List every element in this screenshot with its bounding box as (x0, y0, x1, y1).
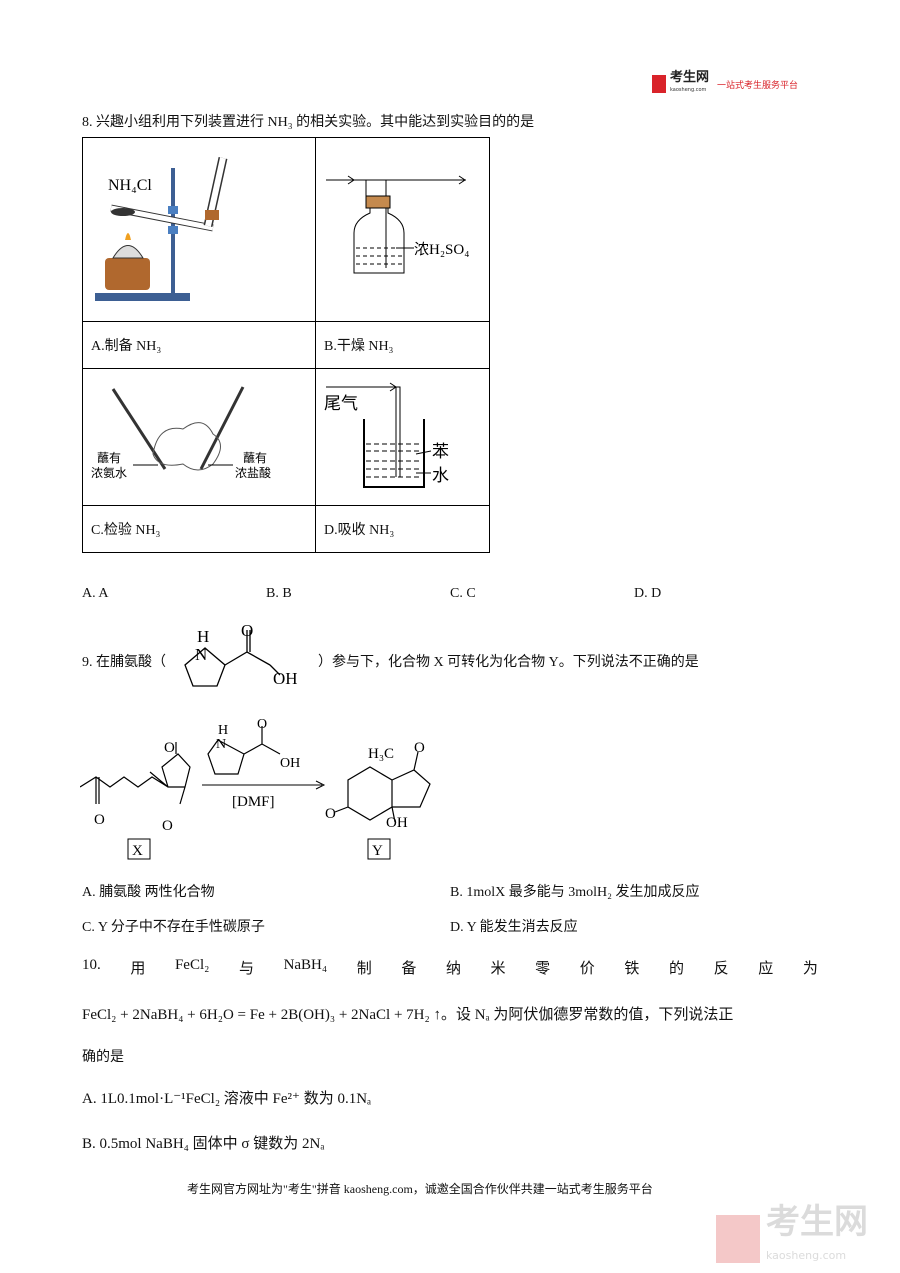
figure-a: NH₄Cl (82, 137, 316, 322)
reaction-condition: [DMF] (232, 794, 275, 810)
option-d-label: D.吸收 NH₃ (315, 505, 490, 553)
q10-option-b[interactable]: B. 0.5mol NaBH₄ 固体中 σ 键数为 2Nₐ (82, 1136, 325, 1152)
proline-oh: OH (273, 669, 298, 688)
logo-name: 考生网 (670, 70, 710, 85)
gas-washing-bottle-icon: 浓H₂SO₄ (326, 175, 469, 274)
proline-o: O (241, 621, 253, 640)
ammonia-prep-apparatus-icon: NH₄Cl (95, 157, 228, 301)
figure-d-top-label: 苯 (432, 442, 449, 461)
scheme-proline-h: H (218, 723, 228, 738)
figure-b: 浓H₂SO₄ (315, 137, 490, 322)
q10-word: 价 (579, 961, 595, 977)
q10-word: 的 (668, 961, 684, 977)
logo-domain: kaosheng.com (670, 87, 707, 93)
q10-word: 米 (490, 961, 506, 977)
q10-word: 零 (535, 961, 551, 977)
q10-line3: 确的是 (82, 1050, 124, 1065)
q10-word: 纳 (445, 961, 461, 977)
watermark-mark-icon (716, 1215, 760, 1263)
q10-word: 与 (238, 961, 254, 977)
q10-word: 备 (401, 961, 417, 977)
q9-option-a[interactable]: A. 脯氨酸 两性化合物 (82, 885, 215, 900)
scheme-proline-o: O (257, 717, 267, 732)
y-methyl: H₃C (368, 746, 394, 762)
figure-d: 尾气 苯 水 (315, 368, 490, 506)
option-b-label: B.干燥 NH₃ (315, 321, 490, 369)
q10-word: 用 (130, 961, 146, 977)
proline-h: H (197, 627, 209, 646)
y-oxygen-2: O (325, 806, 336, 822)
q8-option-a[interactable]: A. A (82, 586, 109, 601)
option-c-label: C.检验 NH₃ (82, 505, 316, 553)
q10-equation: FeCl₂ + 2NaBH₄ + 6H₂O = Fe + 2B(OH)₃ + 2… (82, 1007, 734, 1023)
glass-rods-smoke-icon: 蘸有 浓氨水 蘸有 浓盐酸 (91, 386, 271, 480)
q9-stem-prefix: 9. 在脯氨酸（ (82, 655, 166, 670)
scheme-proline-n: N (216, 737, 226, 752)
figure-c-right-2: 浓盐酸 (235, 465, 271, 480)
figure-d-gas-label: 尾气 (324, 394, 358, 413)
compound-y-label: Y (372, 843, 383, 859)
proline-n: N (195, 645, 207, 664)
q10-word: 制 (356, 961, 372, 977)
site-logo[interactable]: 考生网 kaosheng.com 一站式考生服务平台 (652, 70, 799, 96)
q10-option-a[interactable]: A. 1L0.1mol·L⁻¹FeCl₂ 溶液中 Fe²⁺ 数为 0.1Nₐ (82, 1091, 372, 1107)
q8-option-b[interactable]: B. B (266, 586, 292, 601)
y-hydroxyl: OH (386, 815, 408, 831)
logo-mark-icon (652, 75, 666, 93)
figure-c-left-2: 浓氨水 (91, 466, 127, 480)
x-oxygen-1: O (94, 812, 105, 828)
q10-number: 10. (82, 957, 101, 973)
scheme-proline-oh: OH (280, 756, 300, 771)
watermark-name: 考生网 (766, 1202, 868, 1242)
q9-option-d[interactable]: D. Y 能发生消去反应 (450, 920, 578, 935)
q8-option-c[interactable]: C. C (450, 586, 476, 601)
q10-word: NaBH₄ (283, 957, 328, 973)
q10-word: 铁 (624, 961, 640, 977)
q10-word: FeCl₂ (174, 957, 210, 973)
figure-c-left-1: 蘸有 (97, 451, 121, 465)
figure-c: 蘸有 浓氨水 蘸有 浓盐酸 (82, 368, 316, 506)
reaction-scheme: O O O H N O OH [DMF] H₃C O O OH X Y (80, 717, 431, 860)
watermark-logo: 考生网 kaosheng.com (716, 1205, 868, 1273)
proline-structure-icon: H N O OH (184, 621, 298, 688)
figure-b-label: 浓H₂SO₄ (414, 241, 469, 258)
q8-stem: 8. 兴趣小组利用下列装置进行 NH₃ 的相关实验。其中能达到实验目的的是 (82, 115, 535, 130)
q8-option-d[interactable]: D. D (634, 586, 662, 601)
figure-a-label: NH₄Cl (108, 177, 152, 194)
y-oxygen-1: O (414, 740, 425, 756)
q9-option-b[interactable]: B. 1molX 最多能与 3molH₂ 发生加成反应 (450, 885, 700, 900)
figure-c-right-1: 蘸有 (243, 451, 267, 465)
watermark-domain: kaosheng.com (766, 1249, 847, 1262)
slogan: 一站式考生服务平台 (717, 80, 799, 91)
q10-word: 反 (713, 961, 729, 977)
q10-line1: 10. 用 FeCl₂ 与 NaBH₄ 制 备 纳 米 零 价 铁 的 反 应 为 (82, 957, 818, 978)
compound-x-label: X (132, 843, 143, 859)
q9-option-c[interactable]: C. Y 分子中不存在手性碳原子 (82, 920, 265, 935)
q10-word: 为 (802, 961, 818, 977)
option-a-label: A.制备 NH₃ (82, 321, 316, 369)
figure-d-bottom-label: 水 (432, 466, 449, 485)
q10-word: 应 (758, 961, 774, 977)
x-oxygen-2: O (164, 740, 175, 756)
beaker-absorption-icon: 尾气 苯 水 (324, 382, 449, 488)
q9-stem-suffix: ）参与下，化合物 X 可转化为化合物 Y。下列说法不正确的是 (318, 655, 699, 670)
x-oxygen-3: O (162, 818, 173, 834)
footer-text: 考生网官方网址为"考生"拼音 kaosheng.com，诚邀全国合作伙伴共建一站… (187, 1182, 653, 1196)
